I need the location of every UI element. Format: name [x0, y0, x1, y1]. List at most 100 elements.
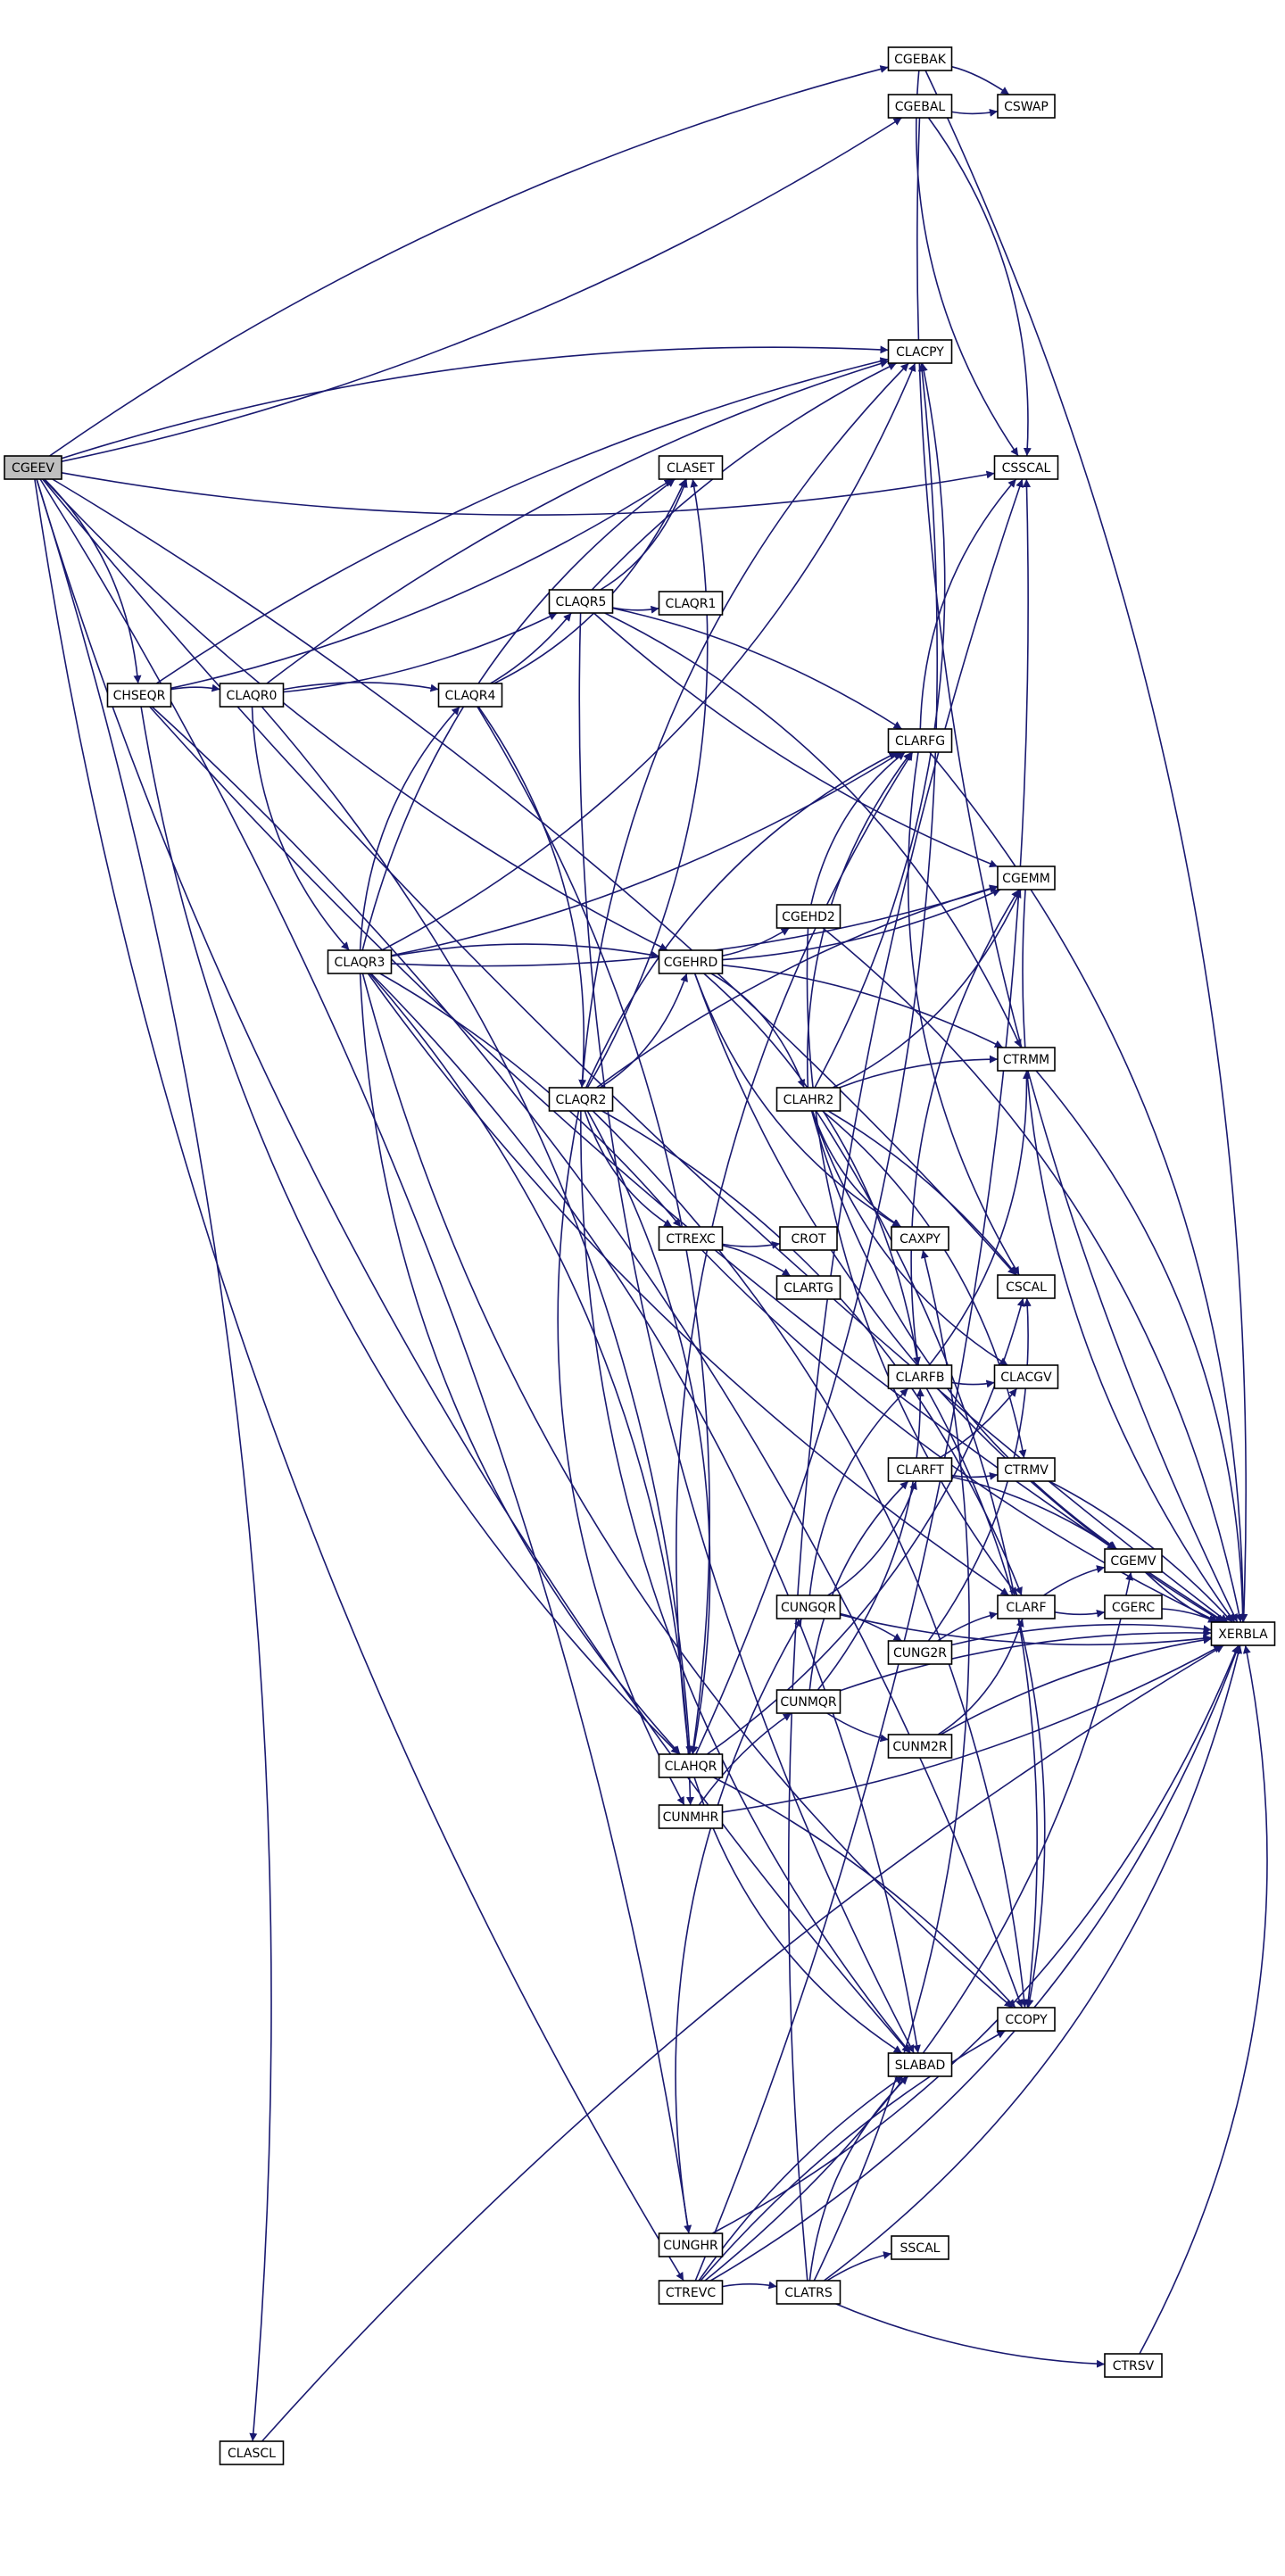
node-chseqr[interactable]: CHSEQR	[106, 683, 172, 708]
node-box	[4, 455, 62, 480]
edge-cunmqr-to-xerbla	[840, 1628, 1212, 1692]
node-clacpy[interactable]: CLACPY	[887, 339, 953, 364]
node-label: CGERC	[1112, 1601, 1156, 1615]
node-clacgv[interactable]: CLACGV	[993, 1364, 1059, 1389]
node-clahr2[interactable]: CLAHR2	[775, 1087, 841, 1112]
node-cgerc[interactable]: CGERC	[1104, 1594, 1163, 1619]
node-box	[1104, 1548, 1163, 1573]
node-caxpy[interactable]: CAXPY	[891, 1226, 949, 1251]
node-ctrsv[interactable]: CTRSV	[1104, 2353, 1163, 2378]
node-cgemm[interactable]: CGEMM	[997, 866, 1056, 890]
node-box	[887, 1457, 953, 1482]
node-ctrmm[interactable]: CTRMM	[997, 1047, 1056, 1072]
node-label: CLAQR1	[666, 597, 717, 611]
node-xerbla[interactable]: XERBLA	[1210, 1621, 1276, 1646]
node-cgebak[interactable]: CGEBAK	[887, 46, 953, 71]
node-ctrevc[interactable]: CTREVC	[658, 2280, 724, 2305]
node-label: CLARFT	[896, 1463, 944, 1478]
node-cgebal[interactable]: CGEBAL	[887, 94, 953, 119]
node-ccopy[interactable]: CCOPY	[997, 2007, 1056, 2032]
edge-clatrs-to-xerbla	[823, 1644, 1243, 2282]
edge-clarfg-to-xerbla	[929, 751, 1248, 1623]
node-label: CGEMM	[1002, 872, 1050, 886]
node-clarft[interactable]: CLARFT	[887, 1457, 953, 1482]
edge-claqr3-to-clarf	[367, 973, 1010, 1596]
node-cgehd2[interactable]: CGEHD2	[775, 904, 841, 929]
node-sscal[interactable]: SSCAL	[891, 2235, 949, 2260]
edges-layer	[34, 65, 1268, 2442]
node-claset[interactable]: CLASET	[658, 455, 724, 480]
edge-claqr0-to-claqr3	[251, 706, 350, 951]
edge-claqr2-to-claset	[586, 478, 709, 1089]
node-claqr0[interactable]: CLAQR0	[219, 683, 285, 708]
edge-clarf-to-cgemv	[1043, 1565, 1106, 1596]
node-cscal[interactable]: CSCAL	[997, 1274, 1056, 1299]
node-clarfg[interactable]: CLARFG	[887, 728, 953, 753]
edge-claqr5-to-slabad	[578, 612, 915, 2054]
node-cunmhr[interactable]: CUNMHR	[658, 1804, 724, 1829]
node-box	[887, 1364, 953, 1389]
node-cunmqr[interactable]: CUNMQR	[775, 1689, 841, 1714]
edge-claqr3-to-claqr4	[359, 706, 460, 951]
node-box	[219, 2440, 285, 2465]
edge-cungqr-to-clarfb	[808, 1387, 909, 1596]
node-label: CLAQR5	[556, 595, 607, 609]
node-box	[891, 2235, 949, 2260]
node-label: SSCAL	[900, 2241, 941, 2256]
node-claqr3[interactable]: CLAQR3	[327, 949, 393, 974]
edge-cgebak-to-csscal	[915, 70, 1019, 457]
edge-clarft-to-cgemv	[951, 1476, 1116, 1550]
edge-claqr3-to-clacpy	[381, 362, 916, 951]
edge-cunmqr-to-clarft	[808, 1480, 909, 1691]
node-label: CGEBAK	[894, 53, 947, 67]
node-cgeev[interactable]: CGEEV	[4, 455, 62, 480]
node-cung2r[interactable]: CUNG2R	[887, 1640, 953, 1665]
node-label: CLAHR2	[783, 1093, 834, 1107]
node-label: CCOPY	[1005, 2013, 1048, 2027]
node-claqr5[interactable]: CLAQR5	[548, 589, 614, 614]
node-cswap[interactable]: CSWAP	[997, 94, 1056, 119]
edge-claqr2-to-clarfg	[584, 751, 898, 1089]
node-cungqr[interactable]: CUNGQR	[775, 1594, 841, 1619]
node-box	[891, 1226, 949, 1251]
node-box	[997, 94, 1056, 119]
node-clarfb[interactable]: CLARFB	[887, 1364, 953, 1389]
edge-clarfg-to-csscal	[919, 478, 1017, 730]
node-box	[548, 589, 614, 614]
node-clarf[interactable]: CLARF	[997, 1594, 1056, 1619]
node-claqr2[interactable]: CLAQR2	[548, 1087, 614, 1112]
edge-cgeev-to-cscal	[52, 478, 1016, 1276]
edge-claqr3-to-ctrexc	[379, 973, 682, 1228]
node-clatrs[interactable]: CLATRS	[775, 2280, 841, 2305]
edge-claqr5-to-claset	[600, 478, 688, 591]
node-box	[887, 46, 953, 71]
node-claqr1[interactable]: CLAQR1	[658, 591, 724, 616]
node-label: CLASCL	[228, 2447, 276, 2461]
node-box	[775, 2280, 841, 2305]
node-label: CLAQR0	[227, 689, 278, 703]
node-claqr4[interactable]: CLAQR4	[437, 683, 503, 708]
node-cunm2r[interactable]: CUNM2R	[887, 1734, 953, 1759]
edge-clarf-to-cgerc	[1054, 1609, 1106, 1618]
edge-clahr2-to-ccopy	[815, 1110, 1038, 2009]
node-ctrexc[interactable]: CTREXC	[658, 1226, 724, 1251]
edge-ctrexc-to-crot	[722, 1240, 781, 1249]
node-clahqr[interactable]: CLAHQR	[658, 1753, 724, 1778]
node-clartg[interactable]: CLARTG	[775, 1275, 841, 1300]
edge-claqr4-to-claqr2	[477, 706, 587, 1089]
node-cgemv[interactable]: CGEMV	[1104, 1548, 1163, 1573]
edge-clarfb-to-ctrmm	[928, 1070, 1032, 1366]
edge-chseqr-to-ccopy	[151, 706, 1024, 2009]
node-ctrmv[interactable]: CTRMV	[997, 1457, 1056, 1482]
node-csscal[interactable]: CSSCAL	[993, 455, 1059, 480]
node-box	[887, 1734, 953, 1759]
edge-clahr2-to-clacgv	[811, 1110, 1008, 1366]
node-clascl[interactable]: CLASCL	[219, 2440, 285, 2465]
edge-clarfb-to-cgemm	[910, 889, 1020, 1366]
node-crot[interactable]: CROT	[779, 1226, 838, 1251]
node-label: CLACPY	[896, 345, 944, 360]
node-box	[997, 2007, 1056, 2032]
node-cunghr[interactable]: CUNGHR	[658, 2232, 724, 2257]
node-slabad[interactable]: SLABAD	[887, 2052, 953, 2077]
node-cgehrd[interactable]: CGEHRD	[658, 949, 724, 974]
